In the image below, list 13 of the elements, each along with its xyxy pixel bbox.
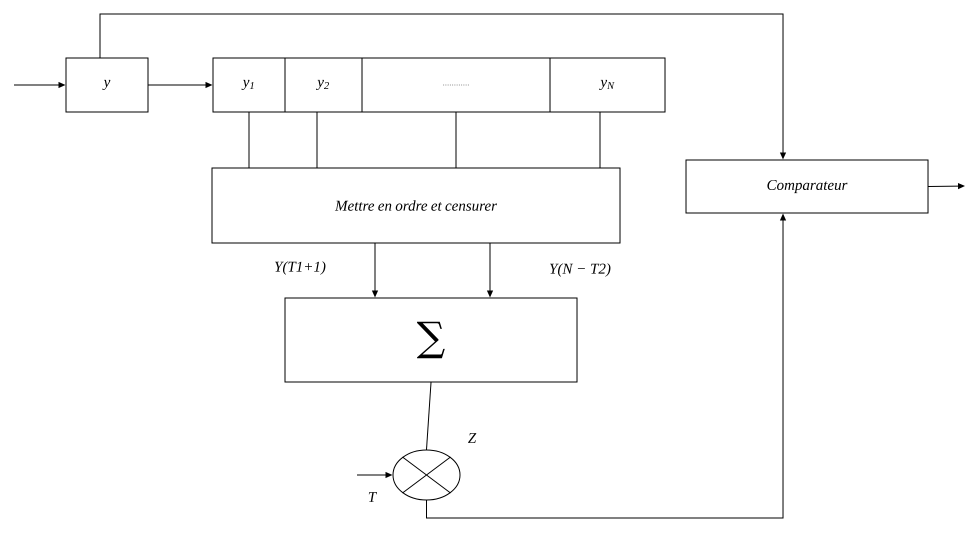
edge-label: Y(N − T2) <box>548 262 612 278</box>
edge-label: Y(T1+1) <box>273 260 327 276</box>
process-box: Mettre en ordre et censurer <box>212 168 620 244</box>
multiplier-circle <box>392 450 460 500</box>
register-cell: ............ <box>362 58 550 112</box>
comparator-box: Comparateur <box>686 160 929 214</box>
register-cell: y$_{2}$ <box>284 58 362 112</box>
node-caption: Z <box>468 433 476 443</box>
edge-label: T <box>366 491 378 503</box>
register-cell: y$_{N}$ <box>550 58 666 112</box>
sum-box: ∑ <box>284 298 578 382</box>
register-cell: y$_{1}$ <box>212 58 286 112</box>
signal-box: y <box>66 58 148 112</box>
